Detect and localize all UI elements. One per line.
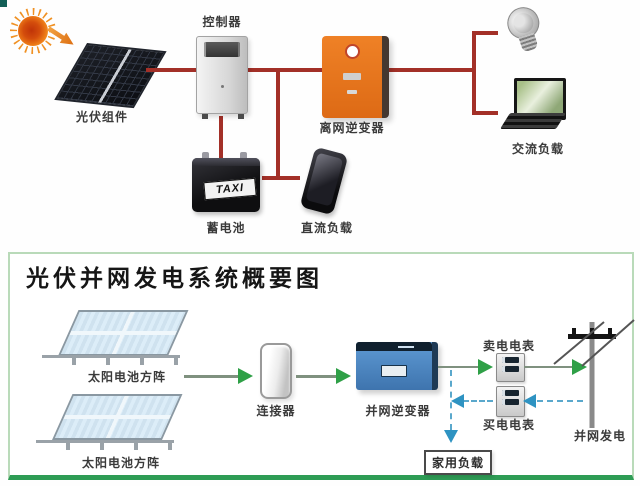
bulb-base [518, 32, 539, 53]
grid-system-title: 光伏并网发电系统概要图 [26, 265, 323, 291]
wire-ac-bracket [472, 31, 476, 115]
battery-terminal [202, 152, 209, 158]
wire-to-bulb [476, 31, 498, 35]
controller-label: 控制器 [202, 15, 242, 29]
controller-icon [196, 36, 248, 114]
controller-foot [238, 114, 244, 119]
phone-icon [299, 146, 349, 216]
buy-meter-label: 买电电表 [482, 418, 535, 432]
grid-inverter-top-bar [356, 342, 432, 351]
blue-arrow-down-icon [444, 430, 458, 443]
buy-meter-icon [496, 386, 525, 417]
utility-pole-icon [553, 319, 635, 428]
inverter-slot [343, 73, 361, 80]
dashed-line-to-household [450, 370, 452, 430]
flow-line-inverter-to-sell-meter [438, 366, 480, 368]
solar-array-icon [58, 310, 189, 356]
controller-knob [220, 85, 224, 88]
controller-foot [202, 114, 208, 119]
light-bulb-icon [496, 2, 549, 61]
grid-feed-label: 并网发电 [573, 429, 626, 443]
wire-controller-to-battery [219, 116, 223, 158]
blue-arrow-icon [523, 394, 536, 408]
offgrid-inverter-label: 离网逆变器 [319, 121, 385, 135]
corner-artifact [0, 0, 7, 7]
dashed-line-buy-meter-to-junction [463, 400, 493, 402]
blue-arrow-icon [451, 394, 464, 408]
battery-brand-sticker: TAXI [203, 177, 257, 201]
battery-terminal [240, 152, 247, 158]
battery-label: 蓄电池 [206, 221, 246, 235]
meter-display [502, 399, 519, 405]
inverter-slot [347, 90, 357, 94]
sell-meter-label: 卖电电表 [482, 339, 535, 353]
controller-display [204, 42, 240, 57]
grid-inverter-display [381, 365, 407, 377]
pv-panel-icon [54, 42, 167, 109]
flow-line-sell-meter-to-grid [524, 366, 574, 368]
offgrid-inverter-icon [322, 36, 389, 118]
green-arrow-icon [336, 368, 351, 384]
wire-inverter-to-ac [389, 68, 474, 72]
connector-label: 连接器 [256, 404, 296, 418]
green-arrow-icon [572, 359, 587, 375]
grid-inverter-icon [356, 342, 438, 390]
battery-icon: TAXI [192, 158, 260, 212]
battery-top [192, 158, 260, 166]
solar-array-label-2: 太阳电池方阵 [81, 456, 160, 470]
pv-module-label: 光伏组件 [75, 110, 128, 124]
sell-meter-icon [496, 353, 525, 382]
wire-panel-to-controller [146, 68, 196, 72]
laptop-icon [500, 78, 568, 136]
solar-array-label-1: 太阳电池方阵 [87, 370, 166, 384]
solar-array-mount [36, 440, 174, 450]
household-load-box: 家用负载 [424, 450, 492, 475]
meter-display [502, 357, 519, 363]
dashed-line-grid-to-buy-meter [537, 400, 583, 402]
meter-display [502, 390, 519, 396]
ac-load-label: 交流负载 [511, 142, 564, 156]
flow-line-array-to-connector [184, 375, 238, 378]
connector-icon [260, 343, 292, 399]
flow-line-connector-to-inverter [296, 375, 336, 378]
inverter-logo [344, 44, 360, 59]
wire-to-laptop [476, 111, 498, 115]
green-arrow-icon [478, 359, 493, 375]
wire-branch-to-dc-load [276, 68, 280, 178]
dc-load-label: 直流负载 [300, 221, 353, 235]
phone-screen [305, 152, 344, 207]
solar-array-mount [42, 355, 180, 365]
wire-controller-to-inverter [248, 68, 324, 72]
green-arrow-icon [238, 368, 253, 384]
wire-dc-load-stub [262, 176, 300, 180]
grid-inverter-label: 并网逆变器 [365, 404, 431, 418]
laptop-keyboard [500, 113, 566, 129]
meter-display [502, 366, 519, 372]
solar-array-icon [52, 394, 183, 440]
